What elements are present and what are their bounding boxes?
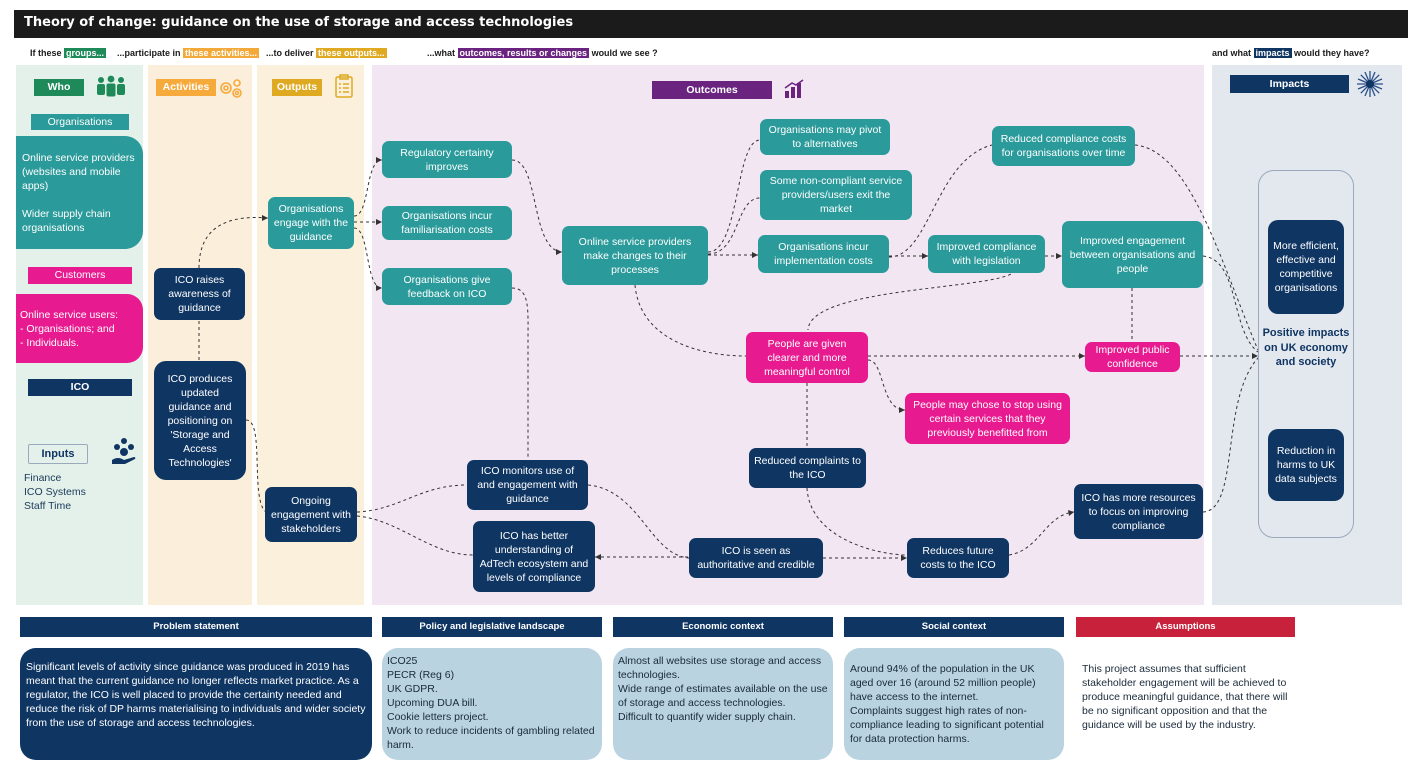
- reduction-in-harms: Reduction in harms to UK data subjects: [1268, 429, 1344, 501]
- header-activities: ...participate in these activities...: [117, 48, 260, 58]
- ico-more-resources: ICO has more resources to focus on impro…: [1074, 484, 1203, 539]
- clipboard-icon: [335, 74, 353, 98]
- positive-impacts: Positive impacts on UK economy and socie…: [1262, 327, 1350, 368]
- page-title: Theory of change: guidance on the use of…: [24, 15, 574, 30]
- social-text: Around 94% of the population in the UK a…: [844, 648, 1064, 760]
- link-raises-engage: [198, 217, 269, 269]
- problem-statement-text: Significant levels of activity since gui…: [20, 648, 372, 760]
- organisations-label: Organisations: [31, 114, 129, 130]
- orgs-engage-guidance: Organisations engage with the guidance: [268, 197, 354, 249]
- link-ongoing-monitors: [356, 484, 468, 513]
- link-feedback-monitors: [511, 287, 529, 458]
- assumptions-header: Assumptions: [1076, 617, 1295, 637]
- title-bar: Theory of change: guidance on the use of…: [14, 10, 1408, 38]
- osp-make-changes: Online service providers make changes to…: [562, 226, 708, 285]
- public-confidence: Improved public confidence: [1085, 342, 1180, 372]
- assumptions-text: This project assumes that sufficient sta…: [1082, 663, 1288, 731]
- link-osp-exit: [707, 197, 761, 255]
- activities-label: Activities: [156, 79, 216, 96]
- ico-label: ICO: [28, 379, 132, 396]
- orgs-may-pivot: Organisations may pivot to alternatives: [760, 119, 890, 155]
- link-monitors-authoritative: [587, 484, 690, 559]
- reduces-future-costs: Reduces future costs to the ICO: [907, 538, 1009, 578]
- link-control-stop: [867, 359, 906, 411]
- people-group-icon: [97, 75, 125, 97]
- impacts-column: [1212, 65, 1402, 605]
- social-header: Social context: [844, 617, 1064, 637]
- header-groups: If these groups...: [30, 48, 107, 58]
- problem-statement-header: Problem statement: [20, 617, 372, 637]
- reduced-complaints: Reduced complaints to the ICO: [749, 448, 866, 488]
- header-outcomes: ...what outcomes, results or changes wou…: [427, 48, 658, 58]
- who-label: Who: [34, 79, 84, 96]
- reduced-compliance-costs: Reduced compliance costs for organisatio…: [992, 126, 1135, 166]
- link-resources-positive: [1202, 357, 1259, 513]
- link-impl-reduced: [888, 144, 993, 258]
- improved-compliance: Improved compliance with legislation: [928, 235, 1045, 273]
- link-engage-certainty: [353, 159, 383, 217]
- ico-raises-awareness: ICO raises awareness of guidance: [154, 268, 245, 320]
- inputs-list: Finance ICO Systems Staff Time: [24, 472, 86, 512]
- ico-better-understanding: ICO has better understanding of AdTech e…: [473, 521, 595, 592]
- link-compliance-control: [807, 269, 1016, 331]
- implementation-costs: Organisations incur implementation costs: [758, 235, 889, 273]
- outputs-label: Outputs: [272, 79, 322, 96]
- starburst-icon: [1357, 71, 1383, 97]
- policy-text: ICO25 PECR (Reg 6) UK GDPR. Upcoming DUA…: [382, 648, 602, 760]
- header-impacts: and what impacts would they have?: [1212, 48, 1370, 58]
- ico-produces-guidance: ICO produces updated guidance and positi…: [154, 361, 246, 480]
- link-osp-pivot: [707, 139, 761, 253]
- gears-icon: [220, 79, 242, 98]
- ico-monitors: ICO monitors use of and engagement with …: [467, 460, 588, 510]
- ongoing-engagement: Ongoing engagement with stakeholders: [265, 487, 357, 542]
- bar-chart-icon: [784, 79, 804, 98]
- people-stop-using: People may chose to stop using certain s…: [905, 393, 1070, 444]
- impacts-frame: [1258, 170, 1354, 538]
- money-hand-icon: [112, 438, 136, 464]
- ico-authoritative: ICO is seen as authoritative and credibl…: [689, 538, 823, 578]
- organisations-box: Online service providers (websites and m…: [16, 136, 143, 249]
- link-ongoing-understanding: [356, 515, 474, 556]
- customers-label: Customers: [28, 267, 132, 284]
- improved-engagement: Improved engagement between organisation…: [1062, 221, 1203, 288]
- link-osp-control: [634, 284, 747, 357]
- link-engage-feedback: [353, 227, 383, 289]
- economic-header: Economic context: [613, 617, 833, 637]
- regulatory-certainty: Regulatory certainty improves: [382, 141, 512, 178]
- orgs-give-feedback: Organisations give feedback on ICO: [382, 268, 512, 305]
- link-reduced-positive: [1134, 144, 1259, 351]
- clearer-control: People are given clearer and more meanin…: [746, 332, 868, 383]
- header-outputs: ...to deliver these outputs...: [266, 48, 387, 58]
- arrowheads: [262, 157, 1258, 561]
- customers-box: Online service users: - Organisations; a…: [16, 294, 143, 363]
- inputs-label: Inputs: [28, 444, 88, 464]
- policy-header: Policy and legislative landscape: [382, 617, 602, 637]
- link-future-resources: [1008, 511, 1075, 556]
- link-produces-ongoing: [245, 419, 267, 513]
- link-engagement-positive: [1202, 255, 1259, 353]
- impacts-label: Impacts: [1230, 75, 1349, 93]
- link-complaints-future: [806, 487, 908, 556]
- non-compliant-exit: Some non-compliant service providers/use…: [760, 170, 912, 220]
- efficient-organisations: More efficient, effective and competitiv…: [1268, 220, 1344, 314]
- economic-text: Almost all websites use storage and acce…: [613, 648, 833, 760]
- activities-column: [148, 65, 252, 605]
- link-certainty-osp: [511, 159, 563, 253]
- familiarisation-costs: Organisations incur familiarisation cost…: [382, 206, 512, 240]
- outcomes-label: Outcomes: [652, 81, 772, 99]
